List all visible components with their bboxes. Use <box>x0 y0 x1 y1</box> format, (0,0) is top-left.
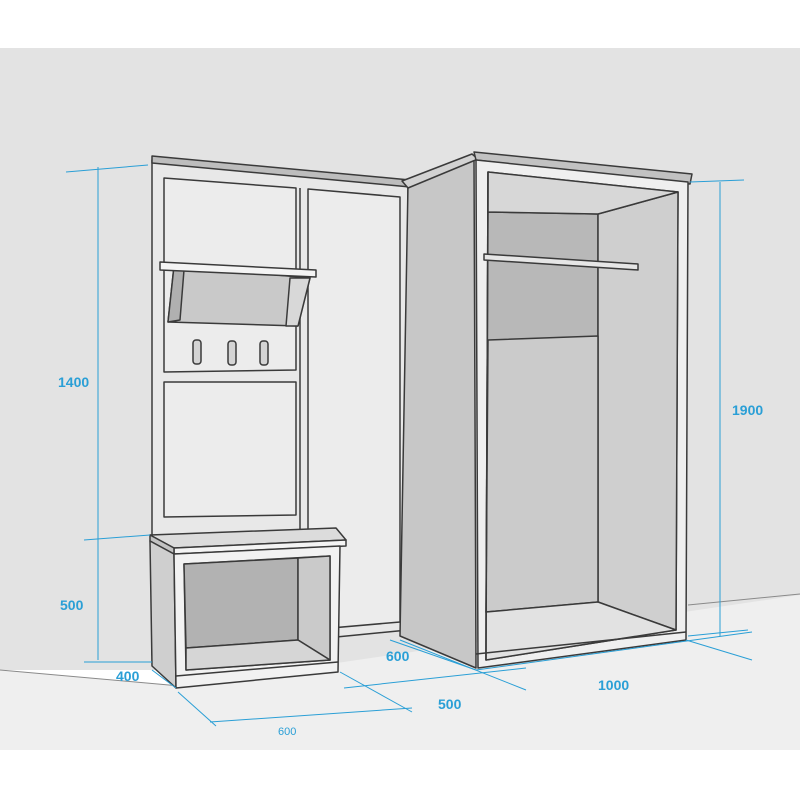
coat-hook <box>192 339 202 365</box>
dim-label-corner-depth: 600 <box>386 648 410 664</box>
dimension-lines <box>65 164 753 727</box>
floor-wall-line-right <box>687 593 800 606</box>
bench <box>149 527 347 689</box>
dim-label-wardrobe-height: 1900 <box>732 402 763 418</box>
coat-hook <box>227 340 237 366</box>
corner-panel <box>399 153 479 669</box>
coat-hooks <box>192 339 269 366</box>
coat-hook <box>259 340 269 366</box>
dim-label-hallway-height: 1400 <box>58 374 89 390</box>
hat-shelf <box>159 261 317 327</box>
dim-label-bench-width: 600 <box>278 726 296 738</box>
dim-label-bench-depth: 400 <box>116 668 140 684</box>
floor-wall-line-left <box>0 669 181 687</box>
wardrobe <box>473 151 693 669</box>
dim-label-corner-width: 500 <box>438 696 462 712</box>
dim-label-bench-height: 500 <box>60 597 84 613</box>
dim-label-wardrobe-width: 1000 <box>598 677 629 693</box>
